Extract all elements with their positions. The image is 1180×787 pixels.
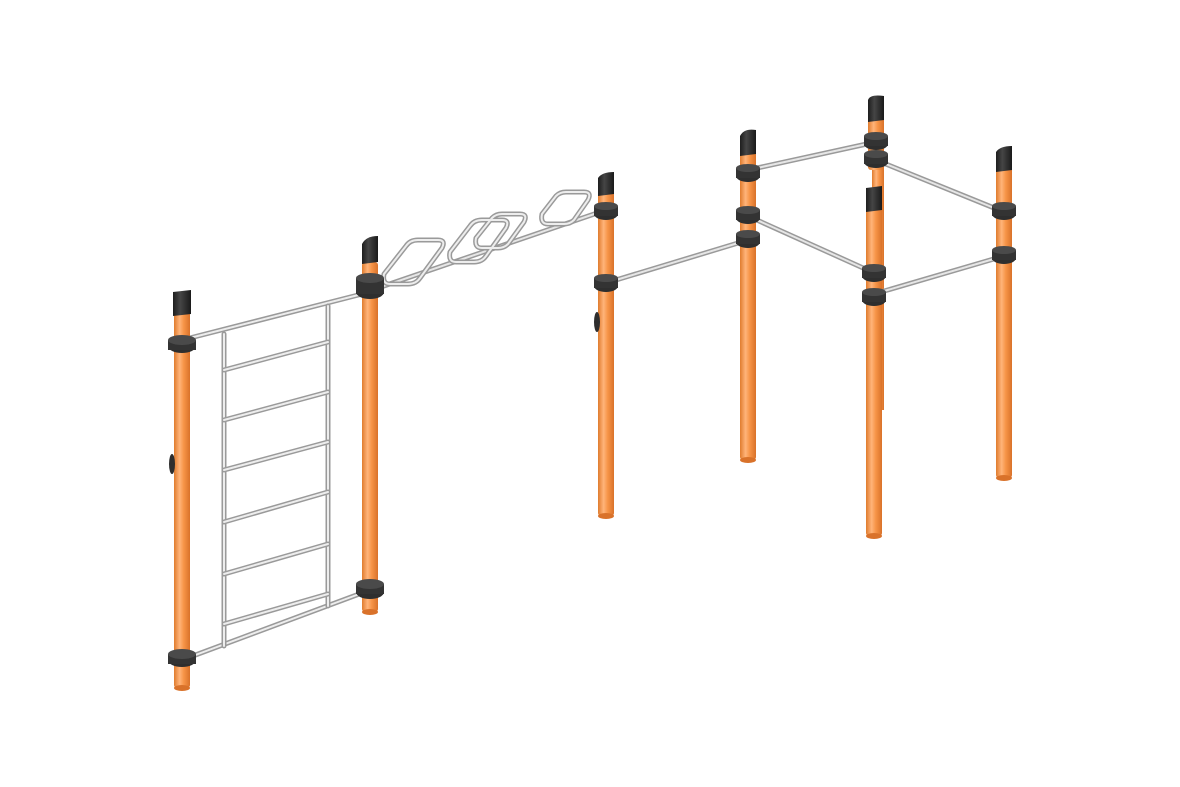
wall-ladder xyxy=(179,289,373,663)
pullup-bar-low xyxy=(603,237,751,286)
post-7 xyxy=(992,146,1016,481)
post-5 xyxy=(864,95,888,170)
cube-top-bars xyxy=(745,139,1007,215)
post-6 xyxy=(862,186,886,539)
cube-middle-bars xyxy=(745,213,1007,297)
monkey-bars xyxy=(369,189,609,293)
post-2 xyxy=(356,236,384,615)
post-3 xyxy=(594,172,618,519)
post-1 xyxy=(168,290,196,691)
post-4 xyxy=(736,129,760,463)
